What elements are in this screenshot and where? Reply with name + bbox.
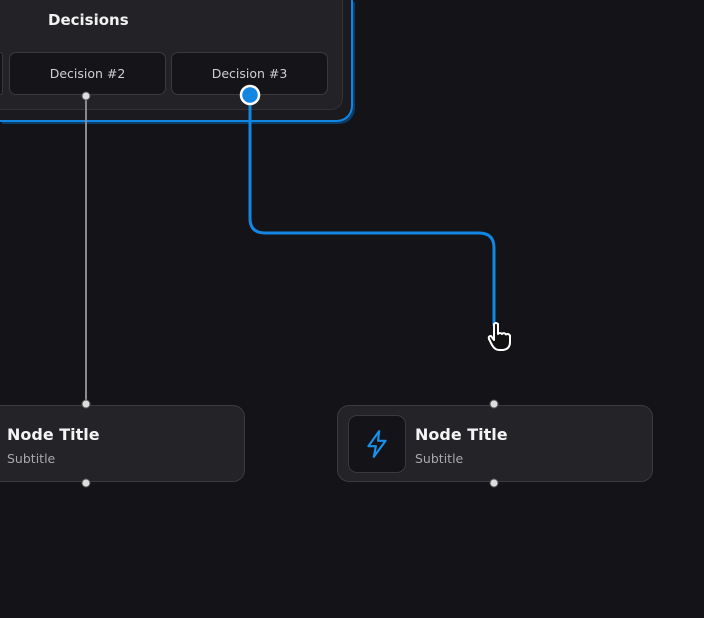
lightning-icon (367, 430, 387, 458)
handle-decision-3[interactable] (239, 84, 261, 106)
handle-left-node-bottom[interactable] (81, 478, 91, 488)
node-title: Node Title (415, 425, 508, 444)
node-right[interactable]: Node Title Subtitle (337, 405, 653, 482)
node-subtitle: Subtitle (415, 451, 464, 466)
connector-active (248, 96, 496, 326)
node-left[interactable]: Node Title Subtitle (0, 405, 245, 482)
decision-button-partial[interactable] (0, 52, 3, 95)
panel-title: Decisions (48, 11, 129, 29)
node-icon-box (348, 415, 406, 473)
node-subtitle: Subtitle (7, 451, 56, 466)
decision-button-2[interactable]: Decision #2 (9, 52, 166, 95)
node-title: Node Title (7, 425, 100, 444)
handle-left-node-top[interactable] (81, 399, 91, 409)
hand-pointer-cursor-icon (487, 322, 511, 351)
handle-right-node-top[interactable] (489, 399, 499, 409)
handle-decision-2[interactable] (81, 91, 91, 101)
handle-right-node-bottom[interactable] (489, 478, 499, 488)
